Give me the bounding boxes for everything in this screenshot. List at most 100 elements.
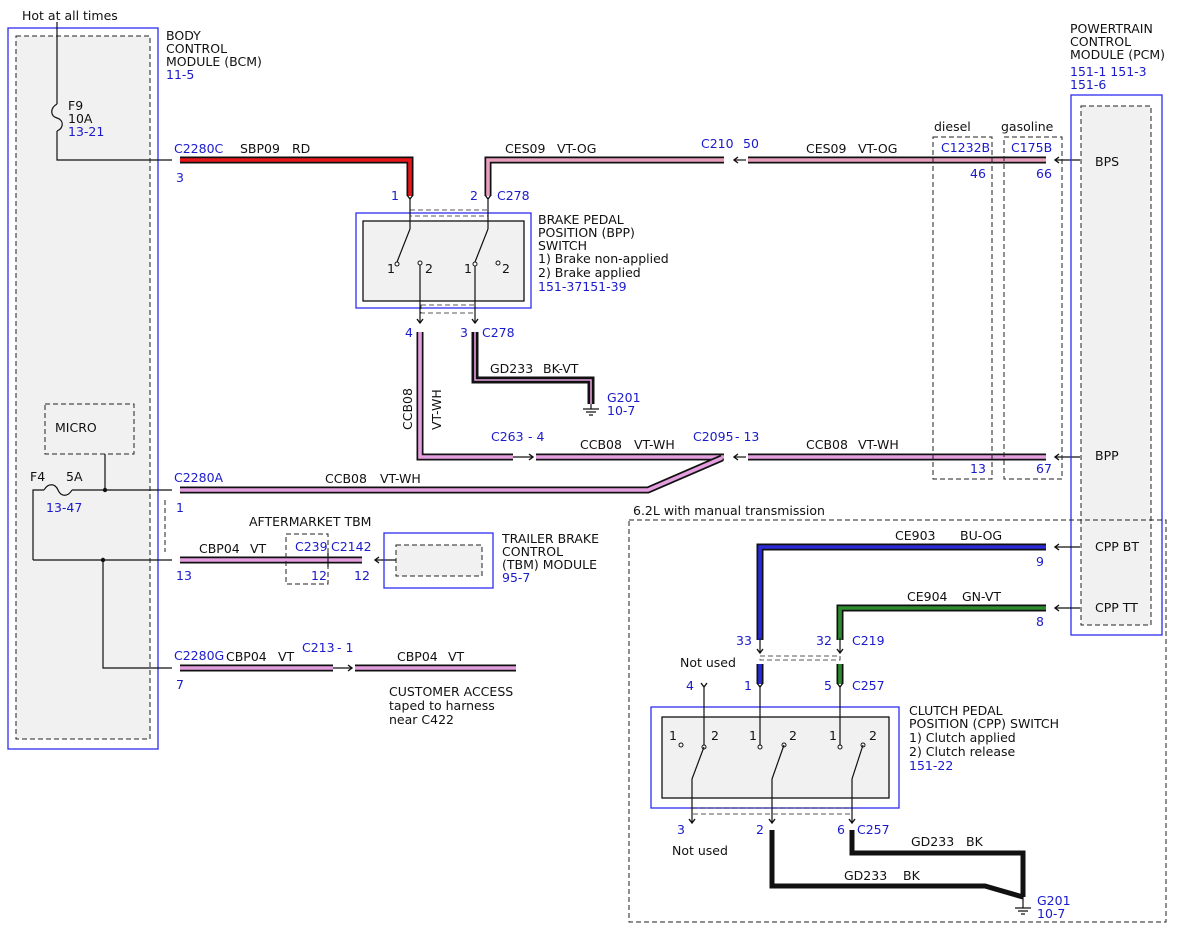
f4-left-line: [32, 489, 44, 560]
switch-contact-icon: [837, 744, 843, 750]
ce903-color: BU-OG: [960, 528, 1002, 543]
cpp-contact-2c: 2: [869, 728, 877, 743]
ccb08-b-color: VT-WH: [858, 437, 899, 452]
pcm-pin-cpp-bt: CPP BT: [1095, 539, 1139, 554]
c257-label: C257: [852, 678, 885, 693]
bcm-ref: 11-5: [166, 67, 194, 82]
c239-pin-12: 12: [311, 568, 327, 583]
pcm-pin-cpp-tt: CPP TT: [1095, 600, 1138, 615]
ccb08-b-circuit: CCB08: [806, 437, 848, 452]
c213-label: C213: [302, 640, 335, 655]
c263-pin: - 4: [528, 429, 544, 444]
g201-top-ref: 10-7: [607, 403, 635, 418]
c2280a-label: C2280A: [174, 470, 224, 485]
gd233-bk-b-circuit: GD233: [844, 868, 887, 883]
bpp-contact-2a: 2: [425, 261, 433, 276]
cpp-pin-6: 6: [837, 822, 845, 837]
c2095-label: C2095: [693, 429, 734, 444]
ce904-color: GN-VT: [962, 589, 1001, 604]
bpp-switch: 1 2 1 2: [355, 194, 532, 325]
diesel-pin-46: 46: [970, 166, 986, 181]
ccb08-vertical-circuit: CCB08: [400, 388, 415, 430]
cbp04-pin-13: 13: [176, 568, 192, 583]
ces09-a-color: VT-OG: [557, 141, 596, 156]
wire-cbp04-b: CBP04 VT: [180, 649, 333, 672]
fuse-f9-name: F9: [68, 98, 83, 113]
cpp-ref: 151-22: [909, 758, 953, 773]
tbm-module: TRAILER BRAKE CONTROL (TBM) MODULE 95-7: [383, 531, 599, 589]
cpp-note-1: 1) Clutch applied: [909, 730, 1016, 745]
cbp04-c-color: VT: [448, 649, 465, 664]
diesel-pin-13: 13: [970, 461, 986, 476]
not-used-bottom: Not used: [672, 843, 728, 858]
cpp-title-2: POSITION (CPP) SWITCH: [909, 716, 1059, 731]
diesel-connector-box: [932, 136, 993, 480]
bpp-title-1: BRAKE PEDAL: [538, 212, 624, 227]
c219-pin-33: 33: [736, 633, 752, 648]
gasoline-label: gasoline: [1001, 119, 1054, 134]
c210-label: C210: [701, 136, 734, 151]
c2280g-internal-line: [102, 560, 172, 669]
gd233-bk-a-color: BK: [966, 834, 984, 849]
wire-gd233-bk-a: GD233 BK: [849, 830, 1026, 897]
wire-ces09-b: CES09 VT-OG: [748, 141, 1046, 164]
bpp-pin-4: 4: [405, 325, 413, 340]
c219-label: C219: [852, 633, 885, 648]
bcm-inner: [15, 35, 151, 740]
manual-transmission-label: 6.2L with manual transmission: [633, 503, 825, 518]
bpp-note-1: 1) Brake non-applied: [538, 251, 669, 266]
c2280c-label: C2280C: [174, 141, 224, 156]
fuse-f9-ref: 13-21: [68, 124, 104, 139]
customer-access-2: taped to harness: [389, 698, 495, 713]
aftermarket-tbm-box: [285, 533, 329, 585]
c2280g-pin: 7: [176, 677, 184, 692]
tbm-outline: [383, 532, 494, 589]
tbm-inner: [395, 544, 483, 577]
micro-block: [44, 403, 135, 455]
ce904-circuit: CE904: [907, 589, 948, 604]
wire-ccb08-c: CCB08 VT-WH: [180, 454, 724, 494]
pcm-pin-9: 9: [1036, 554, 1044, 569]
g201-bottom-ref: 10-7: [1037, 906, 1065, 921]
pcm-pin-bpp: BPP: [1095, 448, 1119, 463]
pcm-outline: [1070, 94, 1163, 636]
bcm-outline: [7, 27, 159, 750]
ce903-circuit: CE903: [895, 528, 936, 543]
wire-cbp04-a: CBP04 VT: [180, 541, 362, 564]
c239-label: C239: [295, 539, 328, 554]
wire-ce903: CE903 BU-OG: [756, 528, 1046, 640]
wire-gd233-bkvt: GD233 BK-VT: [471, 332, 595, 404]
switch-contact-icon: [757, 744, 763, 750]
wire-cbp04-c: CBP04 VT: [355, 649, 516, 672]
fuse-f4-name: F4: [30, 469, 45, 484]
cpp-contact-2b: 2: [789, 728, 797, 743]
pcm-title-2: CONTROL: [1070, 34, 1131, 49]
customer-access-3: near C422: [389, 712, 454, 727]
switch-contact-icon: [417, 260, 423, 266]
bcm-title-3: MODULE (BCM): [166, 54, 262, 69]
f9-output-line: [56, 131, 172, 161]
switch-contact-icon: [472, 261, 478, 267]
cpp-pin-3: 3: [677, 822, 685, 837]
c2280g-label: C2280G: [174, 648, 224, 663]
pcm-pin-bps: BPS: [1095, 154, 1119, 169]
tbm-title-1: TRAILER BRAKE: [501, 531, 599, 546]
bpp-contact-2b: 2: [502, 261, 510, 276]
wire-ccb08-b: CCB08 VT-WH: [748, 437, 1046, 461]
gasoline-pin-66: 66: [1036, 166, 1052, 181]
gd233-bkvt-color: BK-VT: [543, 361, 579, 376]
gd233-bk-b-color: BK: [903, 868, 921, 883]
g201-top-name: G201: [607, 390, 641, 405]
ccb08-c-circuit: CCB08: [325, 471, 367, 486]
pcm-ref-1: 151-1 151-3: [1070, 64, 1147, 79]
cpp-contact-1b: 1: [749, 728, 757, 743]
c2280c-pin: 3: [176, 170, 184, 185]
cbp04-b-circuit: CBP04: [226, 649, 267, 664]
bpp-title-3: SWITCH: [538, 238, 587, 253]
aftermarket-tbm-label: AFTERMARKET TBM: [249, 514, 371, 529]
pcm-title-3: MODULE (PCM): [1070, 47, 1165, 62]
switch-contact-icon: [394, 261, 400, 267]
switch-contact-icon: [678, 742, 684, 748]
bpp-contact-1b: 1: [464, 261, 472, 276]
pcm-pin-8: 8: [1036, 614, 1044, 629]
